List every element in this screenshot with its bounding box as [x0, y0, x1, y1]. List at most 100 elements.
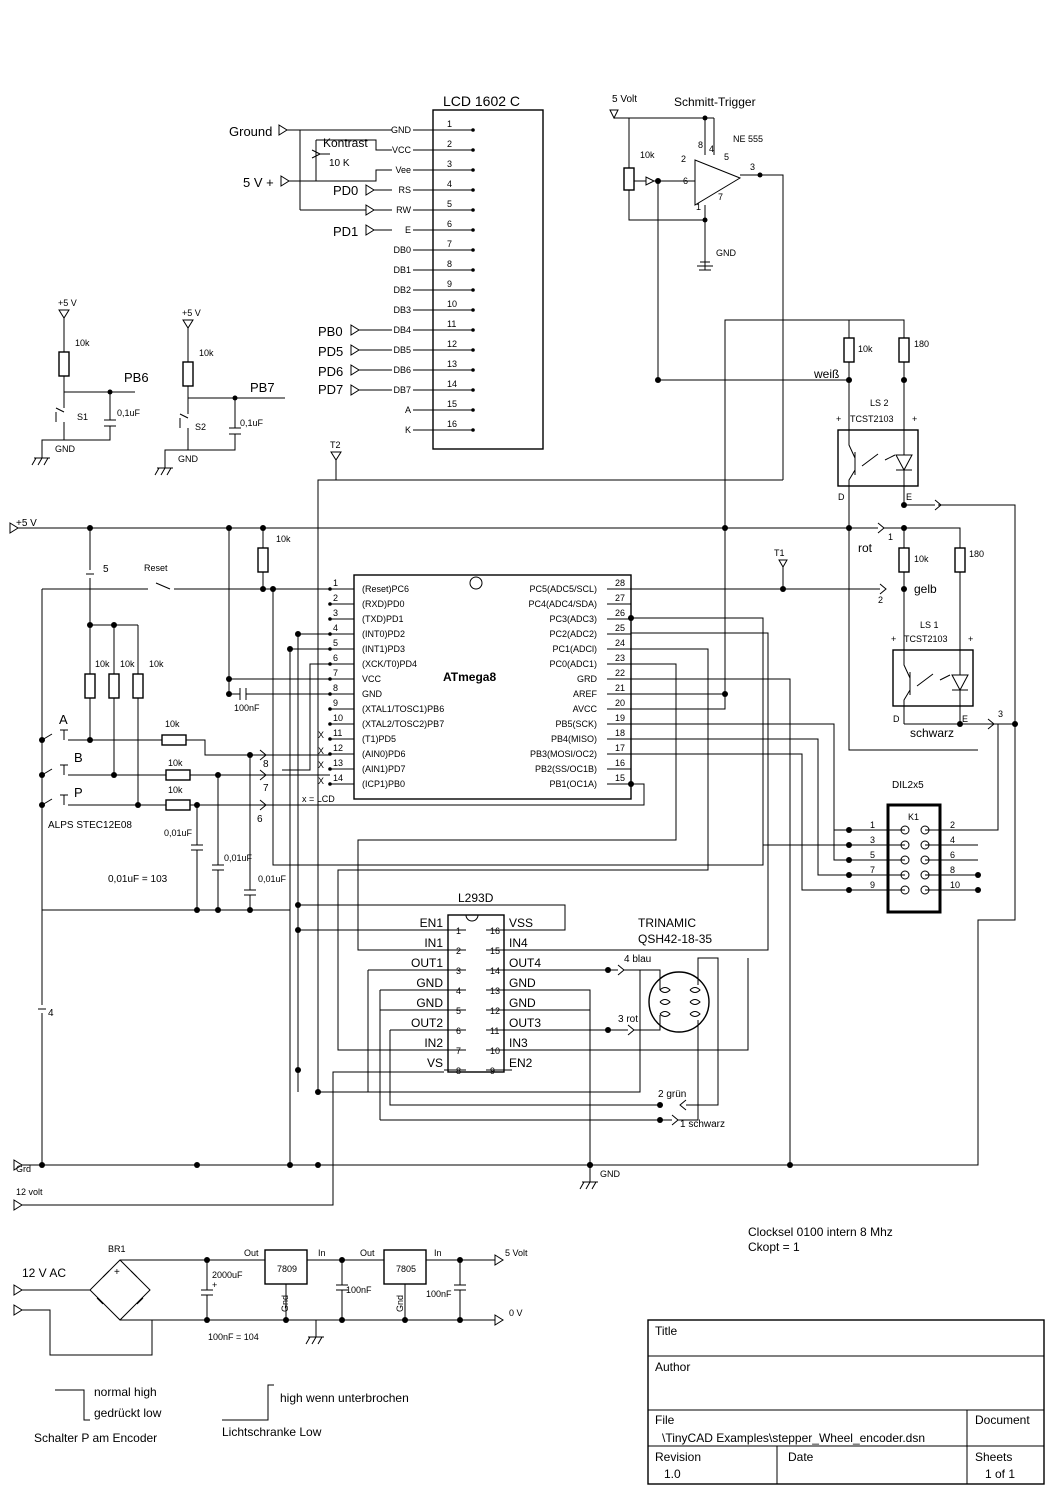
revision-value: 1.0 — [664, 1467, 681, 1481]
atmega8-name: ATmega8 — [443, 670, 496, 684]
x-mark-12: X — [318, 746, 324, 756]
mcu-right-pin-name: PC2(ADC2) — [549, 629, 597, 639]
reset-resistor: 10k — [276, 534, 291, 544]
motor-wire3: 3 rot — [618, 1014, 638, 1025]
l293d-left-pin-name: GND — [416, 976, 443, 990]
mcu-right-pin-name: PB4(MISO) — [551, 734, 597, 744]
encoder-label: ALPS STEC12E08 — [48, 820, 132, 831]
psu-reg1: 7809 — [277, 1264, 297, 1274]
l293d-right-pin-name: EN2 — [509, 1056, 533, 1070]
x-mark-14: X — [318, 776, 324, 786]
mcu-left-pin-number: 2 — [333, 593, 338, 603]
ls1-n2: 2 — [878, 595, 883, 605]
ls-high-note: high wenn unterbrochen — [280, 1391, 409, 1405]
mcu-right-pin-number: 19 — [615, 713, 625, 723]
pb0-label: PB0 — [318, 324, 343, 339]
s2-name: S2 — [195, 422, 206, 432]
node-5: 5 — [103, 564, 109, 575]
clock-note-2: Ckopt = 1 — [748, 1240, 800, 1254]
lcd-pin-number: 3 — [447, 159, 452, 169]
schmitt-title: Schmitt-Trigger — [674, 95, 756, 109]
lcd-pin-number: 10 — [447, 299, 457, 309]
s1-resistor: 10k — [75, 338, 90, 348]
five-v-label: 5 V + — [243, 175, 274, 190]
motor-brand: TRINAMIC — [638, 916, 696, 930]
lcd-pin-name: DB3 — [393, 305, 411, 315]
motor-wire2: 2 grün — [658, 1089, 686, 1100]
pb6-label: PB6 — [124, 370, 149, 385]
notes: Clocksel 0100 intern 8 Mhz Ckopt = 1 nor… — [34, 1225, 893, 1445]
lcd-power-wiring: Ground 5 V + Kontrast 10 K PD0 PD1 PB0 P… — [229, 124, 392, 397]
s2-gnd: GND — [178, 454, 199, 464]
switch-s2: +5 V 10k PB7 S2 0,1uF GND — [154, 308, 285, 476]
ne555-pin-4: 4 — [709, 144, 714, 154]
ne555-pin-5: 5 — [724, 152, 729, 162]
l293d-left-pin-name: VS — [427, 1056, 443, 1070]
psu-reg2: 7805 — [396, 1264, 416, 1274]
mcu-left-pin-number: 5 — [333, 638, 338, 648]
switch-low-note: gedrückt low — [94, 1406, 162, 1420]
l293d-right-pin-number: 10 — [490, 1046, 500, 1056]
lcd-pin-number: 11 — [447, 319, 456, 329]
l293d-left-pin-number: 4 — [456, 986, 461, 996]
mcu-left-pin-number: 7 — [333, 668, 338, 678]
l293d-right-pin-number: 13 — [490, 986, 500, 996]
lcd-pin-name: RS — [398, 185, 411, 195]
ls1-d: D — [893, 714, 900, 724]
mcu-right-pin-number: 24 — [615, 638, 625, 648]
mcu-left-pin-name: (AIN1)PD7 — [362, 764, 406, 774]
l293d-right-pin-name: OUT4 — [509, 956, 541, 970]
ls1-e: E — [962, 714, 968, 724]
reg1-in: In — [318, 1248, 326, 1258]
ne555-pin-1: 1 — [696, 202, 701, 212]
l293d-right-pin-name: VSS — [509, 916, 533, 930]
enc-r1: 10k — [95, 659, 110, 669]
enc-r3: 10k — [149, 659, 164, 669]
lcd-pin-number: 1 — [447, 119, 452, 129]
schmitt-trigger: 5 Volt Schmitt-Trigger NE 555 10k GND 8 … — [609, 94, 849, 480]
mcu-left-pin-name: (TXD)PD1 — [362, 614, 404, 624]
x-mark-11: X — [318, 730, 324, 740]
connector-name: DIL2x5 — [892, 780, 924, 791]
sheets-value: 1 of 1 — [985, 1467, 1015, 1481]
l293d-left-pin-number: 1 — [456, 926, 461, 936]
ne555-pin-6: 6 — [683, 176, 688, 186]
node-6: 6 — [257, 814, 263, 825]
lcd-pin-name: DB1 — [393, 265, 411, 275]
enc-b: B — [74, 750, 83, 765]
lcd-pin-number: 12 — [447, 339, 457, 349]
lcd-pin-name: DB5 — [393, 345, 411, 355]
ls1-r1: 10k — [914, 554, 929, 564]
lcd-pin-number: 6 — [447, 219, 452, 229]
l293d-right-pin-number: 9 — [490, 1066, 495, 1076]
vcc-cap: 100nF — [234, 703, 260, 713]
ls1-part: TCST2103 — [904, 634, 948, 644]
lcd-pin-name: DB2 — [393, 285, 411, 295]
l293d-right-pin-name: IN4 — [509, 936, 528, 950]
clock-note-1: Clocksel 0100 intern 8 Mhz — [748, 1225, 893, 1239]
reset-label: Reset — [144, 563, 168, 573]
lcd-pin-name: A — [405, 405, 411, 415]
l293d: L293D 1EN12IN13OUT14GND5GND6OUT27IN28VS1… — [295, 891, 749, 1190]
mcu-left-pin-name: (XTAL1/TOSC1)PB6 — [362, 704, 444, 714]
lcd-pin-number: 9 — [447, 279, 452, 289]
x-mark-13: X — [318, 760, 324, 770]
lcd-pin-number: 14 — [447, 379, 457, 389]
driver-gnd: GND — [600, 1169, 621, 1179]
schmitt-gnd: GND — [716, 248, 737, 258]
main-wiring: +5 V T2 5 Reset 10k 100nF 10k 10k 10k A … — [9, 440, 1016, 1211]
mcu-right-pin-name: GRD — [577, 674, 598, 684]
bridge-plus: + — [114, 1267, 120, 1278]
mcu-right-pin-name: PC5(ADC5/SCL) — [529, 584, 597, 594]
mcu-left-pin-name: (XCK/T0)PD4 — [362, 659, 417, 669]
connector-right-pin: 10 — [950, 880, 960, 890]
mcu-left-pin-number: 9 — [333, 698, 338, 708]
connector-left-pin: 3 — [870, 835, 875, 845]
mcu-left-pin-name: (AIN0)PD6 — [362, 749, 406, 759]
connector-left-pin: 9 — [870, 880, 875, 890]
atmega8: ATmega8 1(Reset)PC62(RXD)PD03(TXD)PD14(I… — [328, 574, 632, 800]
mcu-left-pin-number: 4 — [333, 623, 338, 633]
ls2-name: LS 2 — [870, 398, 889, 408]
l293d-left-pin-name: EN1 — [420, 916, 444, 930]
